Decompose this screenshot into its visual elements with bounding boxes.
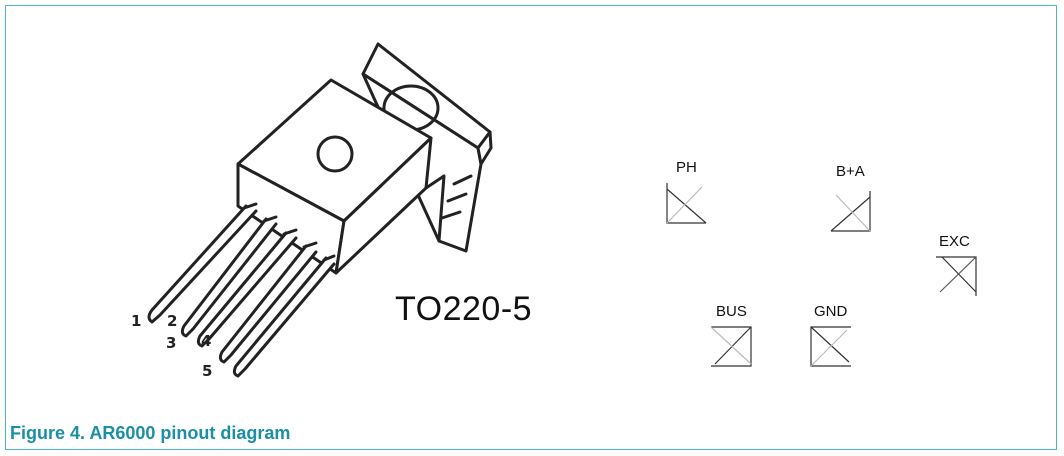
pin-symbol-gnd [810,326,851,367]
pin-number-1: 1 [131,312,142,330]
pin-symbol-exc [936,256,977,296]
pin-symbol-bus [710,326,752,367]
package-label: TO220-5 [395,290,533,328]
pin-number-2: 2 [167,312,178,330]
pin-label-gnd: GND [814,303,848,320]
pin-label-exc: EXC [939,233,970,250]
pin-symbol-ph [666,183,707,224]
figure-frame: TO220-5 1 2 3 4 5 PH B+A EXC BUS [5,5,1057,450]
pin-number-4: 4 [201,332,212,350]
pin-symbol-ba [830,191,871,232]
pin-number-5: 5 [202,362,213,380]
pin-label-bus: BUS [716,303,747,320]
pin-label-ba: B+A [836,163,865,180]
pin-number-3: 3 [166,334,177,352]
to220-package-drawing [147,42,493,378]
pin-label-ph: PH [676,159,697,176]
figure-caption: Figure 4. AR6000 pinout diagram [10,423,291,443]
